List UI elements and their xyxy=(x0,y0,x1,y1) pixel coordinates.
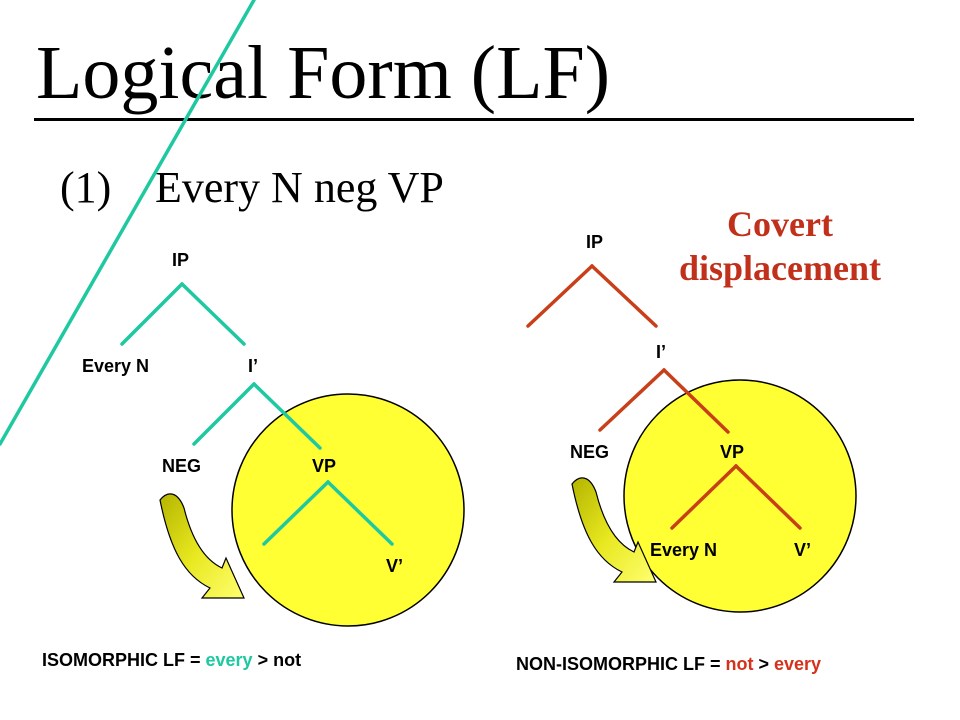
branch-ibar-neg xyxy=(192,382,256,446)
covert-label-line1: Covert xyxy=(727,204,833,244)
right-node-neg: NEG xyxy=(570,442,609,462)
branch-vp-subject xyxy=(670,464,738,530)
caption-left-first: every xyxy=(205,650,253,670)
branch-vp-vbar xyxy=(326,480,394,546)
left-branches xyxy=(0,0,394,546)
title-underline xyxy=(34,118,914,121)
left-node-subject: Every N xyxy=(82,356,149,376)
right-node-ibar: I’ xyxy=(656,342,666,362)
branch-ibar-neg xyxy=(0,0,256,446)
branch-vp-left xyxy=(262,480,330,546)
caption-left-sep: > xyxy=(252,650,274,670)
left-tree: IP Every N I’ NEG VP V’ xyxy=(0,0,465,627)
right-tree: IP I’ NEG VP Every N V’ xyxy=(526,232,857,613)
branch-ip-subject xyxy=(120,282,184,346)
right-node-vbar: V’ xyxy=(794,540,811,560)
right-node-vp: VP xyxy=(720,442,744,462)
caption-right-first: not xyxy=(725,654,754,674)
branch-ibar-vp xyxy=(662,368,730,434)
caption-left-second: not xyxy=(273,650,302,670)
left-node-neg: NEG xyxy=(162,456,201,476)
branch-ip-ibar xyxy=(590,264,658,328)
caption-left-prefix: ISOMORPHIC LF = xyxy=(42,650,206,670)
left-node-ibar: I’ xyxy=(248,356,258,376)
covert-label-line2: displacement xyxy=(679,248,881,288)
branch-ip-left xyxy=(526,264,594,328)
right-reconstruction-arrow xyxy=(571,477,657,583)
left-node-vbar: V’ xyxy=(386,556,403,576)
right-scope-circle xyxy=(623,379,857,613)
caption-right-sep: > xyxy=(753,654,775,674)
right-node-ip: IP xyxy=(586,232,603,252)
branch-ip-ibar xyxy=(180,282,246,346)
caption-right-second: every xyxy=(774,654,822,674)
caption-right-prefix: NON-ISOMORPHIC LF = xyxy=(516,654,726,674)
left-reconstruction-arrow xyxy=(159,493,245,599)
branch-vp-vbar xyxy=(734,464,802,530)
slide-title: Logical Form (LF) xyxy=(36,31,611,115)
left-node-vp: VP xyxy=(312,456,336,476)
right-branches xyxy=(526,264,802,530)
left-scope-circle xyxy=(231,393,465,627)
caption-isomorphic: ISOMORPHIC LF = every > not xyxy=(42,648,301,672)
example-sentence: Every N neg VP xyxy=(155,163,444,212)
branch-ibar-neg xyxy=(598,368,666,432)
caption-non-isomorphic: NON-ISOMORPHIC LF = not > every xyxy=(516,652,821,676)
right-node-subject: Every N xyxy=(650,540,717,560)
example-number: (1) xyxy=(60,163,112,212)
left-node-ip: IP xyxy=(172,250,189,270)
branch-ibar-vp xyxy=(252,382,322,450)
